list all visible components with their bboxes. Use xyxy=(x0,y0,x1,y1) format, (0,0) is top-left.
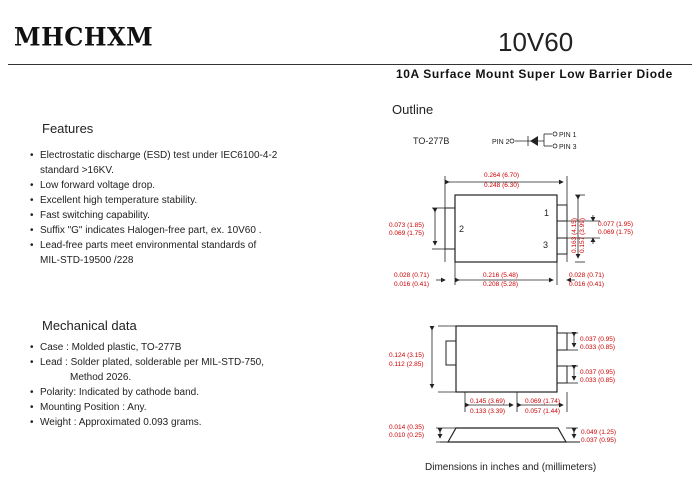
features-list: Electrostatic discharge (ESD) test under… xyxy=(30,148,370,268)
pin2-number: 2 xyxy=(459,224,464,234)
dim-pad2-b: 0.033 (0.85) xyxy=(580,377,615,384)
dim-left-a: 0.073 (1.85) xyxy=(389,222,424,229)
dim-lead-right-a: 0.028 (0.71) xyxy=(569,272,604,279)
feature-item: Excellent high temperature stability. xyxy=(30,193,370,208)
dim-mid-width-b: 0.208 (5.28) xyxy=(483,281,518,288)
dim-lead-left-b: 0.016 (0.41) xyxy=(394,281,429,288)
dim-mid-width-a: 0.216 (5.48) xyxy=(483,272,518,279)
dim-pad1-a: 0.037 (0.95) xyxy=(580,336,615,343)
dimensions-caption: Dimensions in inches and (millimeters) xyxy=(425,462,597,473)
feature-item: Electrostatic discharge (ESD) test under… xyxy=(30,148,370,178)
feature-item: Suffix "G" indicates Halogen-free part, … xyxy=(30,223,370,238)
dim-pad2-a: 0.037 (0.95) xyxy=(580,369,615,376)
dim-side-height-a: 0.049 (1.25) xyxy=(581,429,616,436)
dim-pad1-b: 0.033 (0.85) xyxy=(580,344,615,351)
pin3-number: 3 xyxy=(543,240,548,250)
dim-side-thickness-a: 0.014 (0.35) xyxy=(389,424,424,431)
dim-inner-height-a: 0.163 (4.15) xyxy=(571,218,578,253)
pin1-label: PIN 1 xyxy=(559,132,577,139)
dim-right-a: 0.077 (1.95) xyxy=(598,221,633,228)
dim-lead-right-b: 0.016 (0.41) xyxy=(569,281,604,288)
feature-item: Low forward voltage drop. xyxy=(30,178,370,193)
outline-drawing: PIN 2 PIN 1 PIN 3 1 2 3 0.264 (6.70) 0.2… xyxy=(389,131,633,444)
mechanical-list: Case : Molded plastic, TO-277B Lead : So… xyxy=(30,340,370,430)
dim-lead-left-a: 0.028 (0.71) xyxy=(394,272,429,279)
feature-item: Lead-free parts meet environmental stand… xyxy=(30,238,370,268)
mechanical-item: Mounting Position : Any. xyxy=(30,400,370,415)
pin2-label: PIN 2 xyxy=(492,139,510,146)
dim-height-a: 0.124 (3.15) xyxy=(389,352,424,359)
brand-logo: MHCHXM xyxy=(14,21,154,52)
mechanical-heading: Mechanical data xyxy=(42,318,137,333)
dim-top-width-b: 0.248 (6.30) xyxy=(484,182,519,189)
package-name: TO-277B xyxy=(413,136,450,146)
dim-pad-width-a: 0.145 (3.69) xyxy=(470,398,505,405)
dim-side-thickness-b: 0.010 (0.25) xyxy=(389,432,424,439)
pin1-number: 1 xyxy=(544,208,549,218)
features-heading: Features xyxy=(42,121,94,136)
dim-pad-right-a: 0.069 (1.74) xyxy=(525,398,560,405)
dim-right-b: 0.069 (1.75) xyxy=(598,229,633,236)
mechanical-item: Lead : Solder plated, solderable per MIL… xyxy=(30,355,370,385)
mechanical-item: Case : Molded plastic, TO-277B xyxy=(30,340,370,355)
feature-item: Fast switching capability. xyxy=(30,208,370,223)
part-number: 10V60 xyxy=(498,27,574,57)
dim-pad-width-b: 0.133 (3.39) xyxy=(470,408,505,415)
dim-top-width-a: 0.264 (6.70) xyxy=(484,172,519,179)
product-subtitle: 10A Surface Mount Super Low Barrier Diod… xyxy=(396,67,673,81)
dim-inner-height-b: 0.157 (3.99) xyxy=(579,218,586,253)
pin3-label: PIN 3 xyxy=(559,144,577,151)
mechanical-item: Weight : Approximated 0.093 grams. xyxy=(30,415,370,430)
header-rule xyxy=(8,64,692,65)
mechanical-item: Polarity: Indicated by cathode band. xyxy=(30,385,370,400)
outline-heading: Outline xyxy=(392,102,434,117)
dim-height-b: 0.112 (2.85) xyxy=(389,361,424,368)
dim-left-b: 0.069 (1.75) xyxy=(389,230,424,237)
dim-side-height-b: 0.037 (0.95) xyxy=(581,437,616,444)
dim-pad-right-b: 0.057 (1.44) xyxy=(525,408,560,415)
